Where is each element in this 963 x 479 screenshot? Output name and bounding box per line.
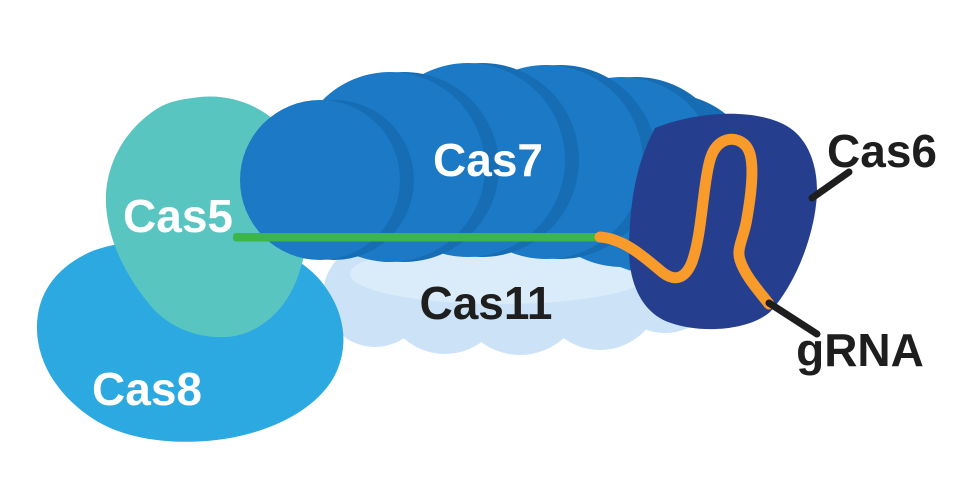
- cas7-lobe: [240, 100, 400, 260]
- grna-strand: [594, 133, 775, 310]
- cas5-label: Cas5: [123, 190, 233, 242]
- grna-pointer-line: [765, 299, 821, 338]
- crrna-green-line: [233, 233, 600, 242]
- cas11-label: Cas11: [419, 277, 552, 329]
- cas6-pointer-line: [808, 168, 853, 202]
- cas6-label: Cas6: [827, 125, 937, 177]
- cas8-label: Cas8: [92, 363, 202, 415]
- grna-label: gRNA: [796, 324, 924, 376]
- cas7-label: Cas7: [433, 134, 543, 186]
